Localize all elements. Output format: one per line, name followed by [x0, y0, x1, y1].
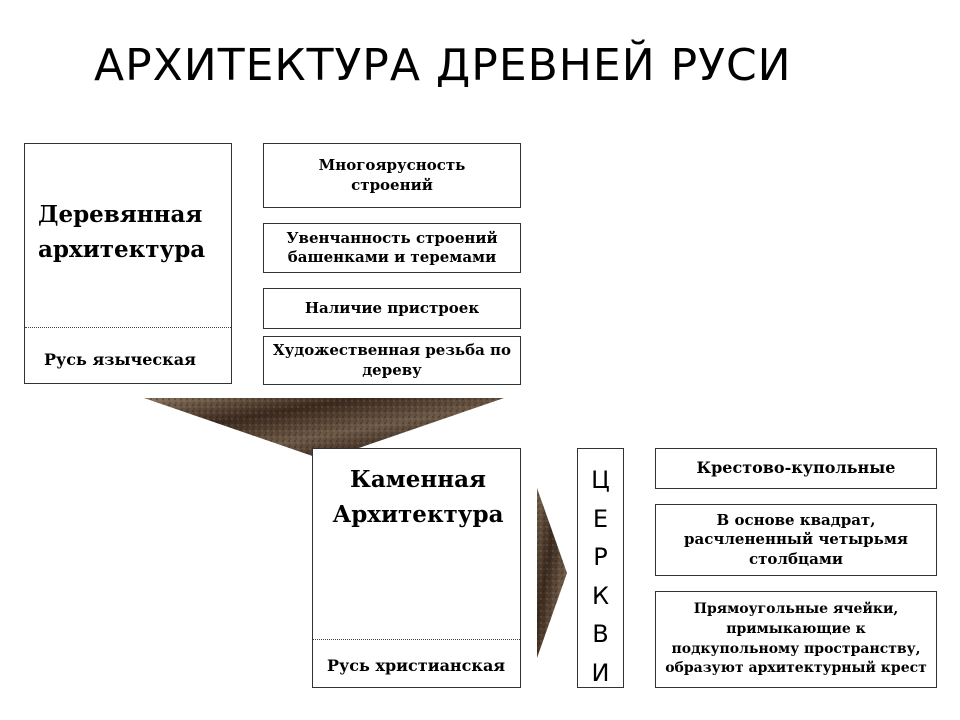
churches-letter: Р [593, 543, 608, 571]
churches-letter: В [592, 620, 609, 648]
churches-letter: И [591, 658, 610, 687]
down-arrow [144, 398, 504, 460]
church-feature-3: Прямоугольные ячейки, примыкающие к подк… [655, 591, 937, 688]
stone-architecture-heading: Каменная Архитектура [332, 466, 504, 528]
wooden-architecture-heading: Деревянная архитектура [38, 201, 206, 263]
churches-letter: К [591, 581, 610, 610]
churches-box: Ц Е Р К В И [577, 448, 624, 688]
wooden-feature-3: Наличие пристроек [263, 288, 521, 329]
church-feature-1: Крестово-купольные [655, 448, 937, 489]
right-arrow [537, 488, 567, 658]
wooden-divider [25, 327, 231, 328]
wooden-feature-4: Художественная резьба по дереву [263, 336, 521, 385]
churches-letter: Е [592, 504, 609, 533]
wooden-architecture-box: Деревянная архитектура Русь языческая [24, 143, 232, 384]
wooden-period-label: Русь языческая [44, 350, 196, 369]
stone-architecture-box: Каменная Архитектура Русь христианская [312, 448, 521, 688]
churches-letter: Ц [591, 466, 610, 494]
churches-vertical-label: Ц Е Р К В И [578, 461, 623, 692]
page-title: АРХИТЕКТУРА ДРЕВНЕЙ РУСИ [94, 40, 792, 91]
wooden-feature-1: Многоярусность строений [263, 143, 521, 208]
stone-period-label: Русь христианская [327, 656, 506, 675]
wooden-feature-2: Увенчанность строений башенками и терема… [263, 223, 521, 273]
stone-divider [313, 639, 520, 640]
church-feature-2: В основе квадрат, расчлененный четырьмя … [655, 504, 937, 576]
